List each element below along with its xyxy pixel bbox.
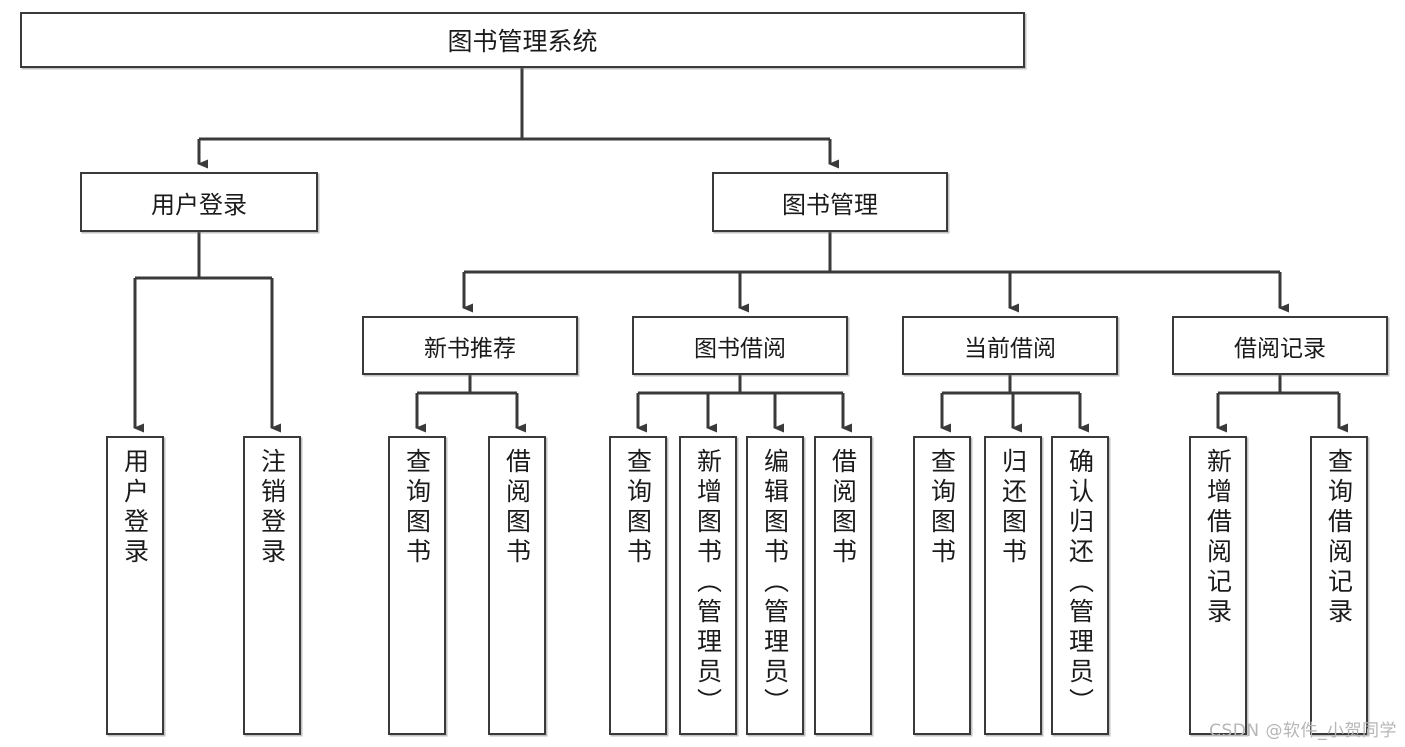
node-label: 确认归还（管理员） [1065,448,1095,718]
node-label: 归还图书 [998,448,1028,568]
node-sub-borrow-record[interactable]: 借阅记录 [1172,316,1388,375]
node-label: 新增图书（管理员） [693,448,723,718]
node-branch-user-login[interactable]: 用户登录 [80,172,318,232]
node-leaf-query-book-cb[interactable]: 查询图书 [913,436,971,735]
node-label: 查询图书 [402,448,432,568]
node-label: 图书借阅 [694,335,786,362]
node-branch-book-management[interactable]: 图书管理 [712,172,948,232]
node-label: 借阅记录 [1234,335,1326,362]
node-leaf-borrow-book-nbr[interactable]: 借阅图书 [488,436,546,735]
node-leaf-user-login[interactable]: 用户登录 [106,436,164,735]
node-leaf-return-book[interactable]: 归还图书 [984,436,1042,735]
node-label: 借阅图书 [502,448,532,568]
node-sub-new-book-recommend[interactable]: 新书推荐 [362,316,578,375]
node-label: 查询图书 [623,448,653,568]
node-label: 图书管理 [782,190,878,219]
node-root-system[interactable]: 图书管理系统 [20,12,1025,68]
node-label: 用户登录 [120,448,150,568]
node-leaf-edit-book-admin[interactable]: 编辑图书（管理员） [746,436,804,735]
node-leaf-query-book-bb[interactable]: 查询图书 [609,436,667,735]
node-leaf-query-book-nbr[interactable]: 查询图书 [388,436,446,735]
node-label: 查询借阅记录 [1324,448,1354,628]
node-leaf-confirm-return-admin[interactable]: 确认归还（管理员） [1051,436,1109,735]
node-label: 用户登录 [151,190,247,219]
csdn-watermark: CSDN @软件_小贺同学 [1209,721,1397,741]
node-label: 图书管理系统 [447,27,598,56]
node-leaf-query-borrow-record[interactable]: 查询借阅记录 [1310,436,1368,735]
node-sub-book-borrow[interactable]: 图书借阅 [632,316,848,375]
node-label: 新书推荐 [424,335,516,362]
node-label: 当前借阅 [964,335,1056,362]
node-label: 查询图书 [927,448,957,568]
node-leaf-logout[interactable]: 注销登录 [243,436,301,735]
node-label: 借阅图书 [828,448,858,568]
node-label: 编辑图书（管理员） [760,448,790,718]
node-leaf-add-borrow-record[interactable]: 新增借阅记录 [1189,436,1247,735]
node-label: 新增借阅记录 [1203,448,1233,628]
node-leaf-add-book-admin[interactable]: 新增图书（管理员） [679,436,737,735]
node-label: 注销登录 [257,448,287,568]
node-leaf-borrow-book-bb[interactable]: 借阅图书 [814,436,872,735]
node-sub-current-borrow[interactable]: 当前借阅 [902,316,1118,375]
